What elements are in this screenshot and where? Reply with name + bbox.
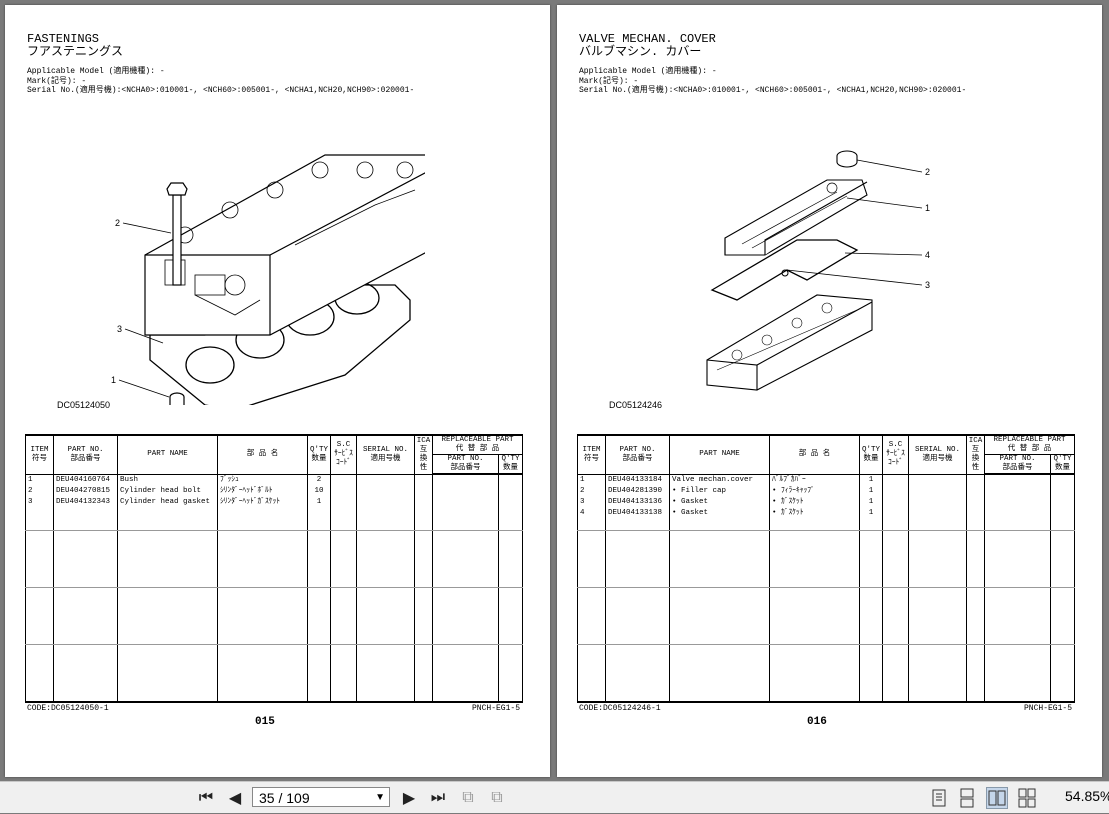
header-part-no: PART NO.部品番号	[53, 434, 118, 475]
header-part-no: PART NO.部品番号	[605, 434, 670, 475]
figure-id: DC05124050	[57, 400, 111, 410]
page-title: FASTENINGS フアステニングス	[27, 33, 123, 59]
doc-id: PNCH-EG1-5	[1023, 704, 1072, 713]
page-meta: Applicable Model (適用機種): - Mark(記号): - S…	[579, 67, 966, 96]
last-page-icon[interactable]: ⏭	[430, 789, 446, 806]
figure-id: DC05124246	[609, 400, 663, 410]
viewer-toolbar: ⏮ ◀ 35 / 109 ▼ ▶ ⏭ ⧉ ⧉ 54.85%	[0, 781, 1109, 813]
callout-1: 1	[111, 375, 116, 385]
header-rep-part-no: PART NO.部品番号	[984, 454, 1051, 475]
header-serial: SERIAL NO.適用号機	[908, 434, 967, 475]
continuous-view-icon[interactable]	[956, 787, 978, 809]
exploded-diagram-cylinder-head: 2 3 1	[111, 154, 425, 405]
callout-4: 4	[925, 250, 930, 260]
first-page-icon[interactable]: ⏮	[198, 789, 214, 806]
callout-2: 2	[925, 167, 930, 177]
title-japanese: バルブマシン. カバー	[579, 45, 702, 59]
page-number: 016	[807, 716, 827, 728]
header-serial: SERIAL NO.適用号機	[356, 434, 415, 475]
mark: Mark(記号): -	[27, 76, 87, 86]
callout-2: 2	[115, 218, 120, 228]
chevron-down-icon[interactable]: ▼	[375, 792, 385, 803]
serial-no: Serial No.(適用号機):<NCHA0>:010001-, <NCH60…	[579, 86, 967, 95]
callout-3: 3	[925, 280, 930, 290]
copy-icon[interactable]: ⧉	[462, 789, 474, 806]
header-jp-name: 部 品 名	[769, 434, 860, 475]
header-part-name: PART NAME	[117, 434, 218, 475]
page-number: 015	[255, 716, 275, 728]
document-page-left: FASTENINGS フアステニングス Applicable Model (適用…	[5, 5, 550, 777]
previous-page-icon[interactable]: ◀	[228, 790, 242, 807]
two-page-continuous-view-icon[interactable]	[1016, 787, 1038, 809]
title-english: FASTENINGS	[27, 32, 100, 46]
zoom-level[interactable]: 54.85%	[1065, 788, 1109, 804]
title-english: VALVE MECHAN. COVER	[579, 32, 716, 46]
page-code: CODE:DC05124050-1	[27, 704, 109, 713]
title-japanese: フアステニングス	[27, 45, 124, 59]
single-page-view-icon[interactable]	[928, 787, 950, 809]
next-page-icon[interactable]: ▶	[402, 790, 416, 807]
page-title: VALVE MECHAN. COVER バルブマシン. カバー	[579, 33, 716, 59]
header-rep-part-no: PART NO.部品番号	[432, 454, 499, 475]
mark: Mark(記号): -	[579, 76, 639, 86]
page-code: CODE:DC05124246-1	[579, 704, 661, 713]
exploded-diagram-valve-cover: 2 1 4 3	[706, 150, 930, 391]
applicable-model: Applicable Model (適用機種): -	[27, 67, 165, 76]
page-meta: Applicable Model (適用機種): - Mark(記号): - S…	[27, 67, 414, 96]
applicable-model: Applicable Model (適用機種): -	[579, 67, 717, 76]
doc-id: PNCH-EG1-5	[471, 704, 520, 713]
paste-icon[interactable]: ⧉	[491, 789, 503, 806]
document-page-right: VALVE MECHAN. COVER バルブマシン. カバー Applicab…	[557, 5, 1102, 777]
serial-no: Serial No.(適用号機):<NCHA0>:010001-, <NCH60…	[27, 86, 415, 95]
two-page-view-icon[interactable]	[986, 787, 1008, 809]
callout-3: 3	[117, 324, 122, 334]
callout-1: 1	[925, 203, 930, 213]
header-jp-name: 部 品 名	[217, 434, 308, 475]
header-part-name: PART NAME	[669, 434, 770, 475]
page-number-input[interactable]: 35 / 109 ▼	[252, 787, 390, 807]
